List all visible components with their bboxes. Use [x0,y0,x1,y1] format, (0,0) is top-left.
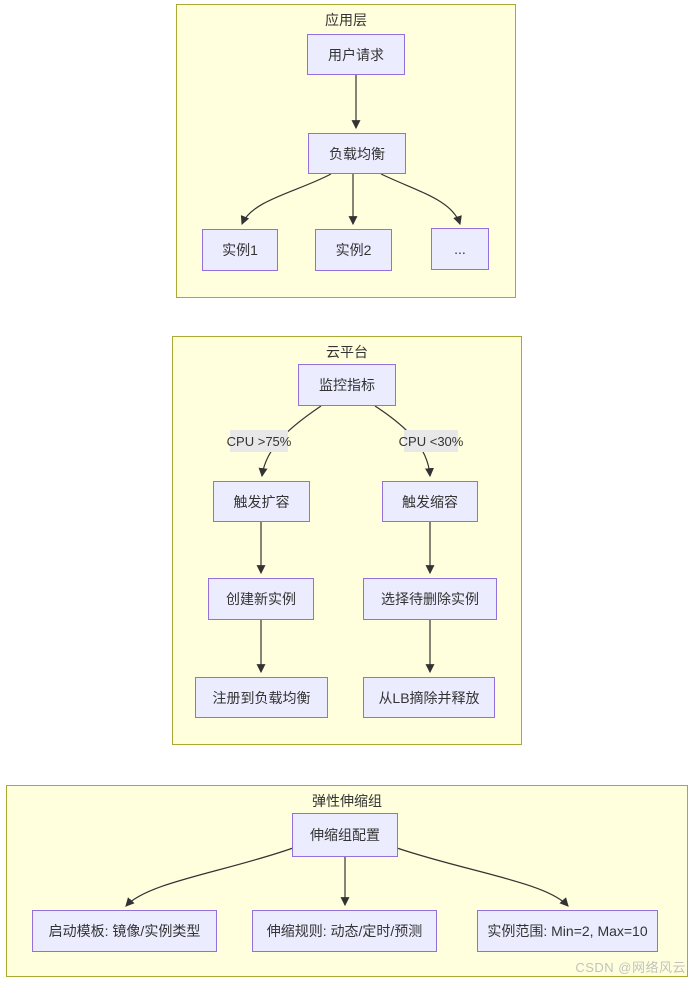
edge-label-cpu-high: CPU >75% [227,430,291,452]
node-user-request: 用户请求 [307,34,405,75]
node-trigger-scale-out: 触发扩容 [213,481,310,522]
node-create-new-instance: 创建新实例 [208,578,314,620]
node-scaling-group-config: 伸缩组配置 [292,813,398,857]
group-cloud-platform-title: 云平台 [326,344,368,360]
edge-lb-to-instance-more [380,173,462,226]
group-application-layer-title: 应用层 [325,12,367,28]
node-launch-template: 启动模板: 镜像/实例类型 [32,910,217,952]
edge-label-cpu-low: CPU <30% [399,430,463,452]
group-scaling-group-title: 弹性伸缩组 [312,793,382,809]
watermark: CSDN @网络风云 [575,960,686,975]
edge-config-to-range [396,847,569,907]
edge-lb-to-instance1 [240,173,332,226]
node-scaling-rules: 伸缩规则: 动态/定时/预测 [252,910,437,952]
node-instance-ellipsis: ... [431,228,489,270]
node-select-instance-to-delete: 选择待删除实例 [363,578,497,620]
node-monitor-metrics: 监控指标 [298,364,396,406]
node-remove-from-lb-release: 从LB摘除并释放 [363,677,495,718]
edge-config-to-template [125,847,294,907]
node-instance-2: 实例2 [315,229,392,271]
node-instance-range: 实例范围: Min=2, Max=10 [477,910,658,952]
node-trigger-scale-in: 触发缩容 [382,481,478,522]
node-load-balancer: 负载均衡 [308,133,406,174]
node-instance-1: 实例1 [202,229,278,271]
node-register-to-lb: 注册到负载均衡 [195,677,328,718]
